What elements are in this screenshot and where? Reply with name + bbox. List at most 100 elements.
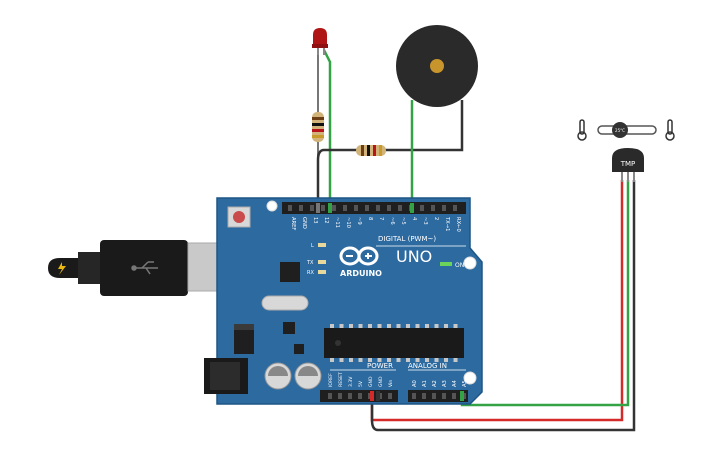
digital-pin-hole[interactable] xyxy=(365,205,369,211)
chip-pin xyxy=(349,324,353,328)
digital-pin-hole[interactable] xyxy=(288,205,292,211)
analog-pin-hole[interactable] xyxy=(442,393,446,399)
analog-pin-hole[interactable] xyxy=(422,393,426,399)
digital-pin-label: ~3 xyxy=(422,217,428,225)
power-pin-label: 3.3V xyxy=(348,376,354,387)
power-pin-label: RESET xyxy=(338,372,344,387)
analog-pin-hole[interactable] xyxy=(412,393,416,399)
power-pin-hole[interactable] xyxy=(358,393,362,399)
temperature-sensor[interactable]: 25°C TMP xyxy=(577,119,675,182)
digital-label: DIGITAL (PWM~) xyxy=(378,235,436,243)
digital-pin-hole[interactable] xyxy=(442,205,446,211)
wire-led-pin13[interactable] xyxy=(322,49,332,205)
resistor-buzzer[interactable] xyxy=(356,145,386,156)
chip-pin xyxy=(330,324,334,328)
power-pin-hole[interactable] xyxy=(348,393,352,399)
analog-header xyxy=(408,390,468,402)
chip-pin xyxy=(349,358,353,362)
digital-pin-label: 7 xyxy=(378,217,384,220)
digital-pin-label: GND xyxy=(301,217,307,229)
chip-pin xyxy=(368,358,372,362)
digital-pin-hole[interactable] xyxy=(453,205,457,211)
digital-pin-hole[interactable] xyxy=(398,205,402,211)
digital-pin-hole[interactable] xyxy=(387,205,391,211)
digital-pin-hole[interactable] xyxy=(354,205,358,211)
digital-pin-label: AREF xyxy=(290,217,296,230)
digital-pin-label: ~10 xyxy=(345,217,351,228)
svg-text:RX: RX xyxy=(307,270,314,276)
digital-pin-hole[interactable] xyxy=(332,205,336,211)
small-chip-2 xyxy=(294,344,304,354)
resistor-led[interactable] xyxy=(312,112,324,142)
usb-icon xyxy=(131,261,158,275)
digital-pin-hole[interactable] xyxy=(343,205,347,211)
power-pin-label: 5V xyxy=(358,380,364,387)
chip-pin xyxy=(453,358,458,362)
digital-pin-hole[interactable] xyxy=(376,205,380,211)
analog-pin-hole[interactable] xyxy=(432,393,436,399)
chip-pin xyxy=(415,358,420,362)
status-leds: L TX RX xyxy=(306,243,326,276)
temp-slider[interactable]: 25°C xyxy=(577,119,675,141)
analog-pin-hole[interactable] xyxy=(452,393,456,399)
digital-header xyxy=(282,202,466,214)
chip-pin xyxy=(339,324,344,328)
tmp-label: TMP xyxy=(620,160,636,168)
chip-pin xyxy=(330,358,334,362)
chip-pin xyxy=(387,324,391,328)
power-pin-hole[interactable] xyxy=(328,393,332,399)
digital-pin-label: ~5 xyxy=(400,217,406,225)
digital-pin-hole[interactable] xyxy=(431,205,435,211)
power-pin-hole[interactable] xyxy=(388,393,392,399)
small-chip xyxy=(283,322,295,334)
thermometer-hot-icon xyxy=(665,119,675,141)
lightning-icon xyxy=(58,262,66,275)
chip-pin xyxy=(358,324,363,328)
svg-text:TX: TX xyxy=(306,260,314,266)
power-pin-hole[interactable] xyxy=(338,393,342,399)
wire-tmp-signal[interactable] xyxy=(460,180,630,407)
arduino-logo-icon xyxy=(339,246,379,266)
crystal xyxy=(261,295,309,311)
chip-pin xyxy=(425,358,429,362)
brand-label: ARDUINO xyxy=(340,269,382,278)
digital-pin-label: ~11 xyxy=(334,217,340,228)
chip-pin xyxy=(406,324,410,328)
reset-button[interactable] xyxy=(227,206,251,228)
piezo-buzzer[interactable] xyxy=(396,25,478,107)
chip-pin xyxy=(377,324,382,328)
capacitors xyxy=(264,362,322,390)
digital-pin-label: RX←0 xyxy=(455,217,461,232)
model-label: UNO xyxy=(396,247,432,266)
on-label: ON xyxy=(455,262,464,269)
voltage-regulator xyxy=(234,330,254,354)
analog-pin-label: A1 xyxy=(422,380,428,387)
chip-pin xyxy=(396,358,401,362)
chip-pin xyxy=(434,324,439,328)
digital-pin-hole[interactable] xyxy=(420,205,424,211)
digital-pin-label: 2 xyxy=(433,217,439,220)
analog-pin-label: A2 xyxy=(432,380,438,387)
digital-pin-hole[interactable] xyxy=(299,205,303,211)
analog-pin-label: A4 xyxy=(452,379,458,387)
chip-pin xyxy=(358,358,363,362)
wire-tmp-gnd[interactable] xyxy=(370,180,636,432)
red-led[interactable] xyxy=(312,28,328,55)
chip-pin xyxy=(406,358,410,362)
wire-buzzer-gnd[interactable] xyxy=(316,100,464,205)
chip-pin xyxy=(425,324,429,328)
digital-pin-hole[interactable] xyxy=(310,205,314,211)
thermometer-cold-icon xyxy=(577,119,587,141)
digital-pin-label: 4 xyxy=(411,217,417,221)
chip-pin xyxy=(377,358,382,362)
wires xyxy=(316,49,636,432)
analog-pin-label: A0 xyxy=(412,380,418,387)
usb-chip xyxy=(280,262,300,282)
atmega-chip xyxy=(324,328,464,358)
digital-pin-hole[interactable] xyxy=(321,205,325,211)
wire-ends xyxy=(316,203,464,401)
svg-text:L: L xyxy=(311,243,314,249)
power-label: POWER xyxy=(367,362,393,370)
